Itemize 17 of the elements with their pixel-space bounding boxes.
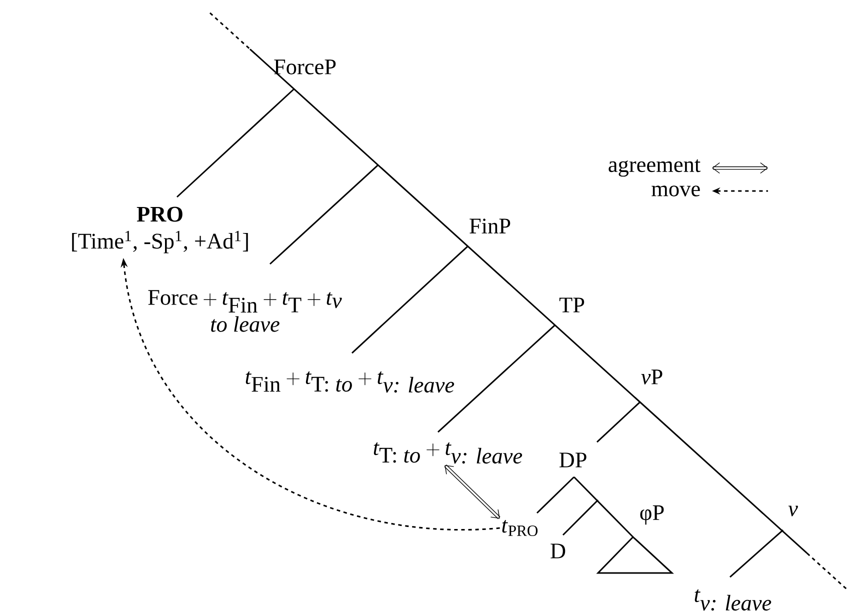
tree-label: DP xyxy=(559,452,586,468)
tree-label: ForceP xyxy=(274,60,336,74)
tree-label: φP xyxy=(640,505,664,525)
tree-label: D xyxy=(550,544,566,558)
agreement-arrow xyxy=(444,464,500,520)
tree-label: PRO [Time$^{1}$, -Sp$^{1}$, +Ad$^{1}$] xyxy=(72,206,248,254)
tree-label: FinP xyxy=(470,218,510,234)
tree-label: t$_{PRO}$ xyxy=(502,520,538,536)
tree-label: $\textit{t}_{\textrm{Fin}}+\textit{t}_{\textrm{T: }\textit{to}}+\textit{t}_{\textit{v: leave}}$ xyxy=(246,371,454,393)
legend-label: move xyxy=(652,186,700,196)
tree-label: TP xyxy=(559,298,584,312)
legend-label: agreement xyxy=(608,159,700,177)
tree-label: $\textrm{Force}+\textit{t}_{\textrm{Fin}}+\textit{t}_{\textrm{T}}+\textit{t}_{\textit{v}}$ to leave xyxy=(148,290,342,332)
tree-label: $\textit{t}_{\textrm{T: }\textit{to}}+\textit{t}_{\textit{v: leave}}$ xyxy=(374,442,522,464)
tree-label: v xyxy=(788,506,798,516)
tree-label: $\textit{t}_{\textit{v: leave}}$ xyxy=(694,589,772,611)
tree-label: $\textit{v}\textrm{P}$ xyxy=(641,370,662,384)
